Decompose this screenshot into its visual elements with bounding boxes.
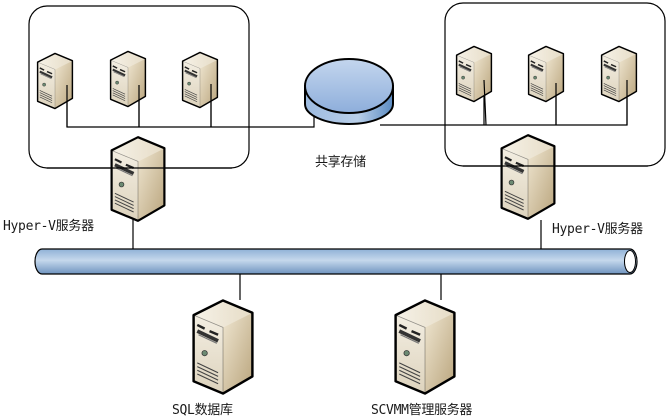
sql-label: SQL数据库 <box>172 403 233 418</box>
shared-storage-label: 共享存储 <box>315 155 366 170</box>
server-icon-vm-6 <box>600 45 638 103</box>
server-icon-scvmm <box>393 298 457 396</box>
hyperv-right-label: Hyper-V服务器 <box>552 222 643 237</box>
bus-links <box>132 218 542 300</box>
server-icon-vm-5 <box>527 45 565 103</box>
server-icon-sql <box>191 298 255 396</box>
server-icon-vm-2 <box>109 50 147 108</box>
server-icon-vm-4 <box>455 45 493 103</box>
scvmm-label: SCVMM管理服务器 <box>371 403 473 418</box>
shared-storage-icon <box>304 58 394 125</box>
server-icon-hyperv-right <box>499 133 557 221</box>
server-icon-hyperv-left <box>109 135 167 223</box>
right-cluster-links <box>380 80 628 126</box>
hyperv-left-label: Hyper-V服务器 <box>3 219 94 234</box>
server-icon-vm-3 <box>181 51 219 109</box>
network-bus <box>34 248 638 275</box>
